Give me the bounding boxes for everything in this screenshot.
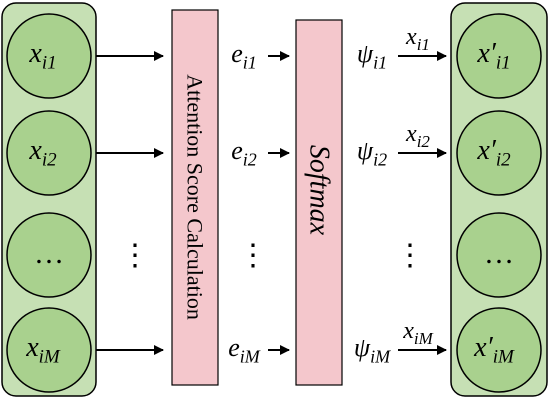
input-panel <box>1 2 97 397</box>
vertical-dots: ⋮ <box>120 239 150 272</box>
multiplier-label: xiM <box>402 318 433 348</box>
output-node-label: x′iM <box>473 332 515 368</box>
output-node <box>456 307 542 393</box>
output-node-label: … <box>484 237 514 270</box>
weight-label: ψi2 <box>357 136 387 169</box>
softmax-box-label: Softmax <box>304 145 335 236</box>
input-node <box>6 307 92 393</box>
softmax-box <box>295 19 343 386</box>
multiplier-label: xi1 <box>405 24 430 54</box>
output-node <box>456 212 542 298</box>
output-node <box>456 110 542 196</box>
vertical-dots: ⋮ <box>238 239 268 272</box>
input-node-label: xi2 <box>28 135 57 171</box>
weight-label: ψi1 <box>357 39 387 72</box>
input-node-label: xi1 <box>28 38 56 74</box>
output-panel <box>450 2 548 397</box>
weight-label: ψiM <box>354 333 391 366</box>
attention-box-label: Attention Score Calculation <box>183 74 208 320</box>
input-node-label: xiM <box>25 332 61 368</box>
score-label: ei2 <box>231 136 257 169</box>
attention-box <box>171 9 219 386</box>
vertical-dots: ⋮ <box>395 239 425 272</box>
output-node <box>456 13 542 99</box>
output-node-label: x′i2 <box>476 135 511 171</box>
score-label: eiM <box>228 333 261 366</box>
input-node-label: … <box>34 237 64 270</box>
input-node <box>6 212 92 298</box>
input-node <box>6 13 92 99</box>
score-label: ei1 <box>231 39 257 72</box>
multiplier-label: xi2 <box>405 121 430 151</box>
output-node-label: x′i1 <box>476 38 510 74</box>
input-node <box>6 110 92 196</box>
